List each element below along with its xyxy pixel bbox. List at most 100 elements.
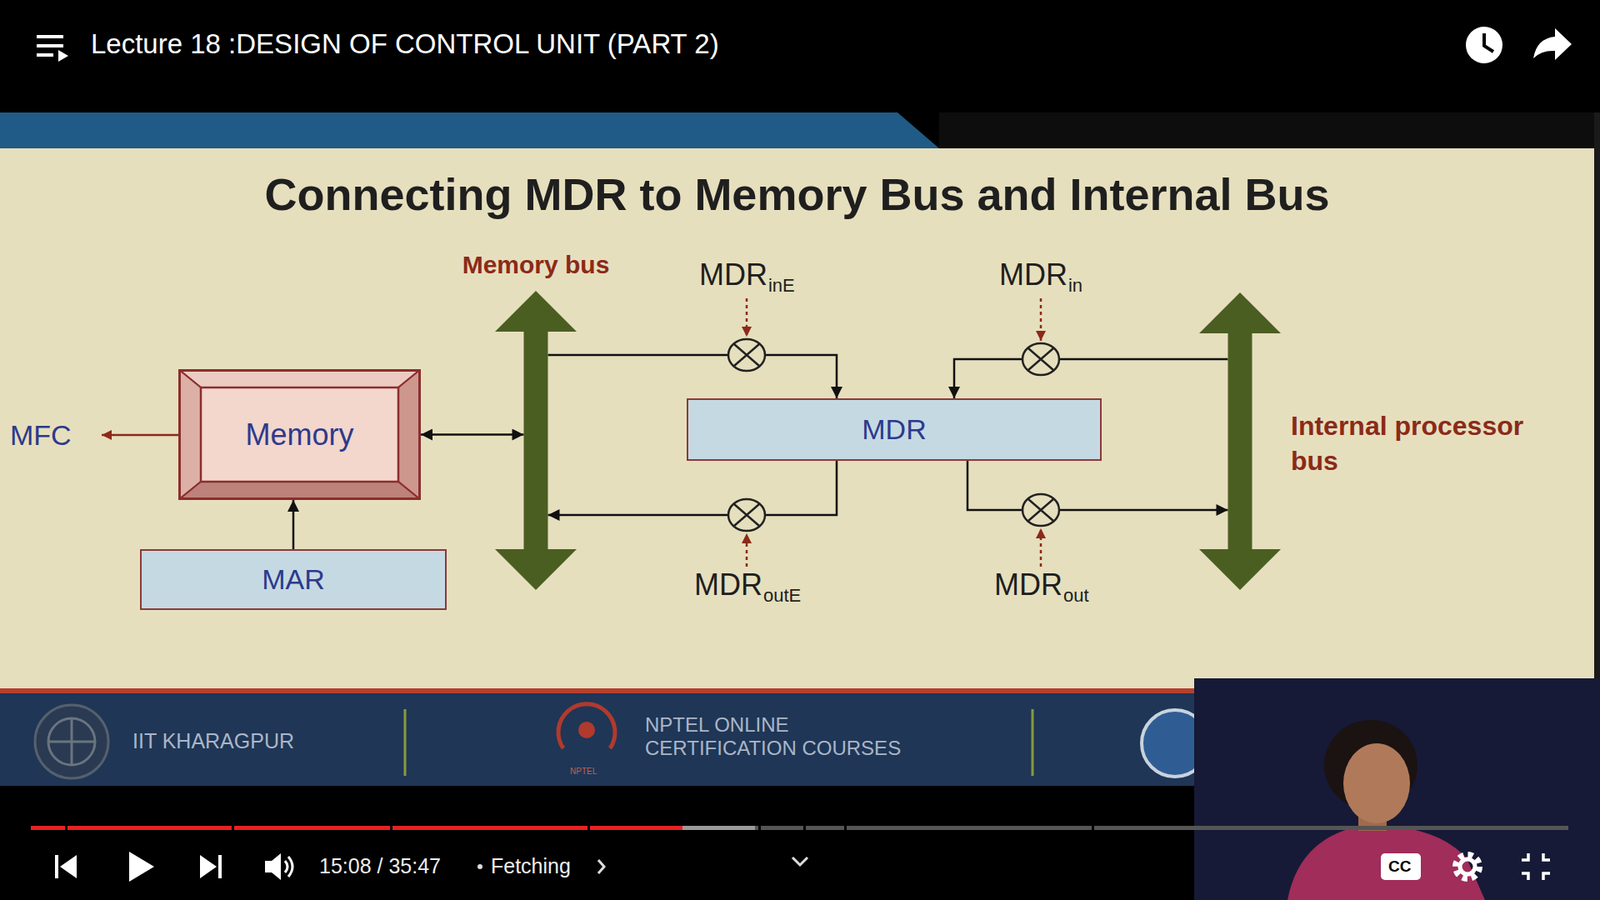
progress-track [30,825,1569,830]
bus-arrow: Memory bus [495,290,577,590]
signal-name: MFC [10,420,72,450]
logo-ring [35,705,109,779]
video-title: Lecture 18 :DESIGN OF CONTROL UNIT (PART… [90,30,720,58]
signal-name: MDR [999,260,1068,290]
logo-caption: NPTEL [570,767,597,776]
bus-connector [420,433,525,436]
chapter-gap [65,825,68,831]
chapter-gap [1091,825,1095,831]
bus-arrow [495,290,577,590]
settings-icon [1455,855,1480,879]
previous-icon [55,855,77,879]
gate-cross [734,504,760,526]
memory-border [180,370,420,500]
icon-line [36,44,64,48]
institute-name: IIT KHARAGPUR [132,730,295,752]
bevel-face [178,369,201,500]
iit-logo [35,705,109,779]
icon-line [36,53,54,57]
signal-name: MDR [699,260,768,290]
logo-mark [48,718,95,765]
chapter-gap [390,825,393,831]
gate-cross [1028,348,1054,370]
course-name: NPTEL ONLINE CERTIFICATION COURSES [645,713,929,760]
signal-name: MDR [994,570,1063,600]
signal-arrow [101,434,179,437]
control-arrow [1040,528,1043,567]
gate-symbol [728,499,765,531]
settings-icon [1460,859,1475,875]
box-label: MAR [261,565,325,595]
slide-header-bar [0,112,940,149]
chapter-gap [758,825,761,831]
bus-connector [548,355,838,399]
footer-divider [404,709,407,776]
logo-arc [558,704,615,749]
slide-title: Connecting MDR to Memory Bus and Interna… [0,170,1595,220]
captions-icon [1380,853,1421,880]
dropdown-chevron [792,857,808,865]
gate-cross [1028,499,1054,521]
separator-dot [477,864,483,870]
share-icon [1533,28,1572,60]
slide-ground [0,148,1595,689]
slide-edge [1594,112,1600,696]
signal-subscript: out [1063,586,1090,605]
bus-arrow [1199,292,1281,590]
footer-divider [1031,709,1035,776]
control-arrow [1040,298,1043,341]
chapter-chevron [598,860,605,874]
signal-subscript: outE [763,586,801,605]
nptel-logo [558,704,615,749]
bus-arrow: Internal processor bus [1199,292,1281,590]
logo-ring [48,718,95,765]
signal-subscript: in [1068,276,1083,295]
playlist-icon [58,50,69,62]
volume-icon [265,853,281,880]
chapter-gap [844,825,847,831]
gate-symbol [1022,343,1060,375]
next-icon [200,855,222,879]
bevel-face [178,481,421,500]
volume-icon [285,856,293,877]
icon-line [36,35,64,39]
presenter-inset [1194,678,1600,900]
memory-face [200,387,399,482]
register-box: MDR [686,398,1102,461]
signal-name: MDR [694,570,763,600]
gate-cross [734,344,760,366]
gate-symbol [728,339,765,371]
chapter-gap [587,825,590,831]
play-icon [129,851,155,882]
bus-connector [954,359,1229,399]
bevel-face [178,369,421,388]
bevel-face [398,369,421,500]
chapter-gap [803,825,806,831]
fullscreen-exit-icon [1521,853,1550,880]
chapter-gap [231,825,235,831]
control-arrow [745,533,749,567]
time-display: 15:08 / 35:47 [319,855,441,877]
bus-label: Internal processor bus [1290,409,1533,479]
bus-connector [292,500,295,550]
bus-label: Memory bus [410,250,661,279]
presenter-body [1287,825,1485,900]
register-box: MAR [140,549,447,610]
chapter-gaps [65,825,1095,831]
watch-later-icon [1484,33,1494,52]
watch-later-icon [1465,26,1503,64]
signal-subscript: inE [768,276,795,295]
progress-buffer [30,825,755,830]
bus-arrow-shape [495,290,577,590]
presenter-face [1343,743,1410,824]
bus-connector [967,460,1229,510]
gate-symbol [1022,494,1060,526]
slide-header-dark [939,112,1600,149]
chapter-name: Fetching [490,855,571,877]
progress-played [30,825,683,830]
bus-arrow-shape [1199,292,1281,590]
box-label: Memory [245,419,354,451]
control-arrow [745,298,749,337]
box-label: MDR [861,415,926,445]
